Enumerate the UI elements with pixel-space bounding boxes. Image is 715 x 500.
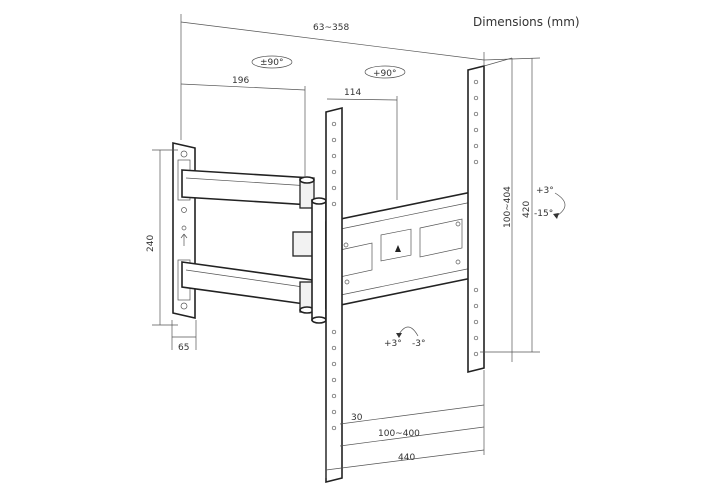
label-tilt-down: -15° bbox=[534, 209, 553, 219]
wall-plate bbox=[172, 141, 196, 320]
label-plate-height: 420 bbox=[522, 201, 532, 218]
label-swivel-left: ±90° bbox=[260, 58, 284, 68]
label-swivel-right: +90° bbox=[373, 69, 397, 79]
label-wall-depth: 65 bbox=[178, 343, 189, 353]
diagram-title: Dimensions (mm) bbox=[473, 15, 580, 29]
rotation-arrows bbox=[251, 55, 566, 338]
label-plate-offset: 114 bbox=[344, 88, 361, 98]
vesa-bar-left bbox=[325, 106, 343, 484]
upper-arm bbox=[181, 169, 315, 209]
label-vesa-vertical: 100~404 bbox=[503, 186, 513, 228]
crossbar bbox=[325, 191, 473, 309]
dimension-lines bbox=[152, 14, 541, 478]
lower-arm bbox=[181, 261, 315, 314]
label-roll-plus: +3° bbox=[384, 339, 402, 349]
label-tilt-up: +3° bbox=[536, 186, 554, 196]
label-wall-height: 240 bbox=[146, 235, 156, 252]
vesa-bar-right bbox=[467, 64, 485, 374]
label-roll-minus: -3° bbox=[412, 339, 425, 349]
label-vesa-horizontal: 100~400 bbox=[378, 429, 420, 439]
label-bottom-30: 30 bbox=[351, 413, 363, 423]
label-extension: 63~358 bbox=[313, 23, 349, 33]
label-plate-width: 440 bbox=[398, 453, 415, 463]
label-arm-offset: 196 bbox=[232, 76, 249, 86]
arm-joint bbox=[292, 197, 327, 324]
